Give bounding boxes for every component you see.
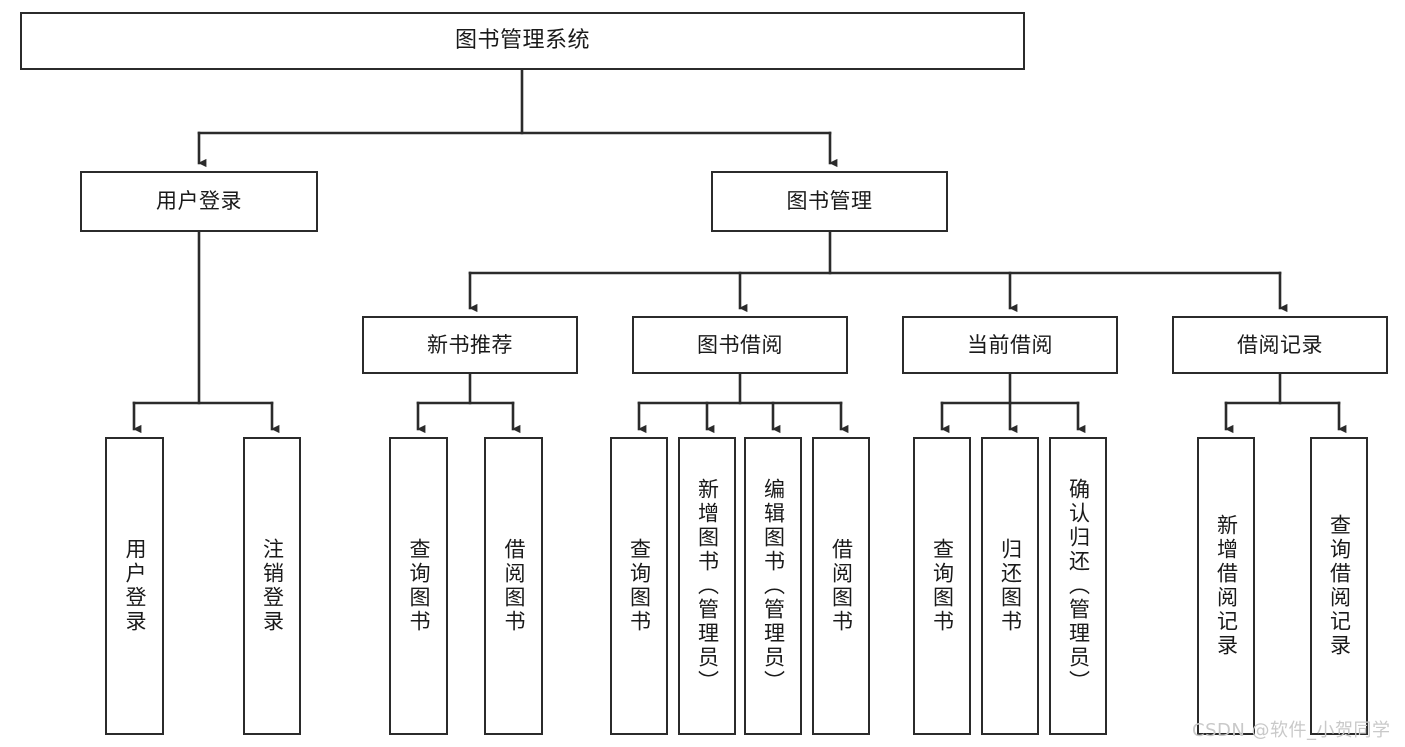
node-new-book-rec-label: 新书推荐 <box>427 332 513 357</box>
node-current-borrow-label: 当前借阅 <box>967 332 1053 357</box>
node-leaf-return-book-label: 归还图书 <box>998 538 1023 634</box>
node-leaf-borrow-book-rec[interactable]: 借阅图书 <box>484 437 543 735</box>
node-leaf-edit-book[interactable]: 编辑图书（管理员） <box>744 437 802 735</box>
node-leaf-user-logout[interactable]: 注销登录 <box>243 437 301 735</box>
node-root-label: 图书管理系统 <box>454 28 590 54</box>
node-leaf-return-book[interactable]: 归还图书 <box>981 437 1039 735</box>
node-leaf-add-record-label: 新增借阅记录 <box>1214 514 1239 658</box>
node-book-borrow[interactable]: 图书借阅 <box>632 316 848 374</box>
node-leaf-edit-book-label: 编辑图书（管理员） <box>761 478 786 694</box>
node-leaf-confirm-return-label: 确认归还（管理员） <box>1066 478 1091 694</box>
node-leaf-query-book-br-label: 查询图书 <box>627 538 652 634</box>
node-user-login-label: 用户登录 <box>156 189 242 214</box>
node-leaf-add-book-label: 新增图书（管理员） <box>695 478 720 694</box>
node-leaf-add-book[interactable]: 新增图书（管理员） <box>678 437 736 735</box>
node-leaf-query-book-br[interactable]: 查询图书 <box>610 437 668 735</box>
node-root[interactable]: 图书管理系统 <box>20 12 1025 70</box>
node-leaf-borrow-book-rec-label: 借阅图书 <box>502 538 526 634</box>
node-leaf-borrow-book-br[interactable]: 借阅图书 <box>812 437 870 735</box>
node-book-manage[interactable]: 图书管理 <box>711 171 948 232</box>
node-new-book-rec[interactable]: 新书推荐 <box>362 316 578 374</box>
node-leaf-query-book-cb-label: 查询图书 <box>930 538 955 634</box>
node-borrow-record-label: 借阅记录 <box>1237 332 1323 357</box>
node-leaf-query-record[interactable]: 查询借阅记录 <box>1310 437 1368 735</box>
node-leaf-query-record-label: 查询借阅记录 <box>1327 514 1352 658</box>
node-leaf-add-record[interactable]: 新增借阅记录 <box>1197 437 1255 735</box>
node-user-login[interactable]: 用户登录 <box>80 171 318 232</box>
node-book-manage-label: 图书管理 <box>786 189 873 214</box>
node-leaf-borrow-book-br-label: 借阅图书 <box>829 538 854 634</box>
node-leaf-user-login[interactable]: 用户登录 <box>105 437 164 735</box>
node-leaf-user-logout-label: 注销登录 <box>260 538 285 634</box>
node-current-borrow[interactable]: 当前借阅 <box>902 316 1118 374</box>
node-leaf-query-book-rec-label: 查询图书 <box>407 538 431 634</box>
node-leaf-confirm-return[interactable]: 确认归还（管理员） <box>1049 437 1107 735</box>
node-leaf-query-book-rec[interactable]: 查询图书 <box>389 437 448 735</box>
node-borrow-record[interactable]: 借阅记录 <box>1172 316 1388 374</box>
node-book-borrow-label: 图书借阅 <box>697 332 783 357</box>
node-leaf-user-login-label: 用户登录 <box>123 538 147 634</box>
node-leaf-query-book-cb[interactable]: 查询图书 <box>913 437 971 735</box>
